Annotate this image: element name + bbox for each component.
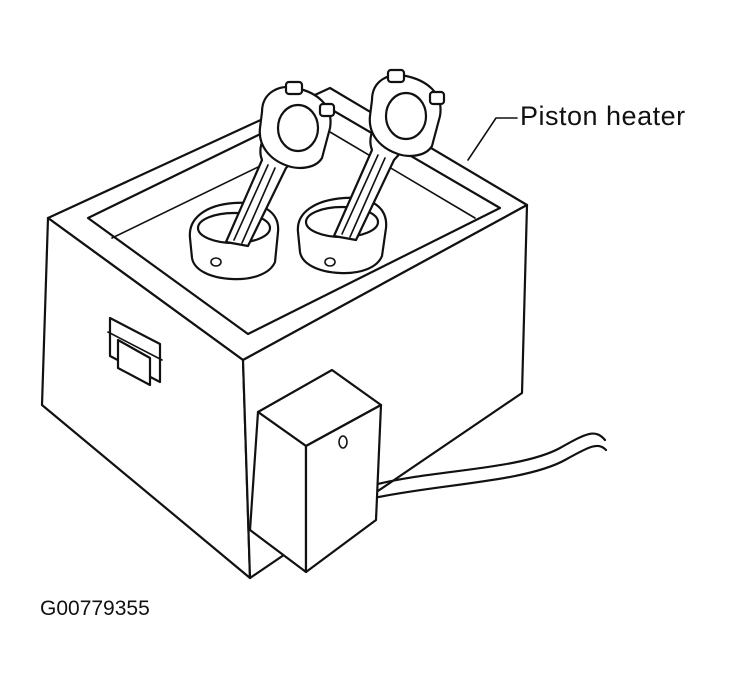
figure-id: G00779355 <box>40 597 150 620</box>
indicator-light-icon <box>338 435 348 449</box>
power-cord <box>372 432 608 500</box>
box-opening <box>86 102 502 336</box>
piston-heater-label: Piston heater <box>520 101 686 131</box>
piston-left <box>188 80 336 281</box>
box-handle <box>107 316 163 387</box>
piston-right <box>296 68 446 275</box>
callout-leader-line <box>467 117 518 161</box>
control-box-front <box>304 403 383 574</box>
control-box <box>248 368 383 574</box>
